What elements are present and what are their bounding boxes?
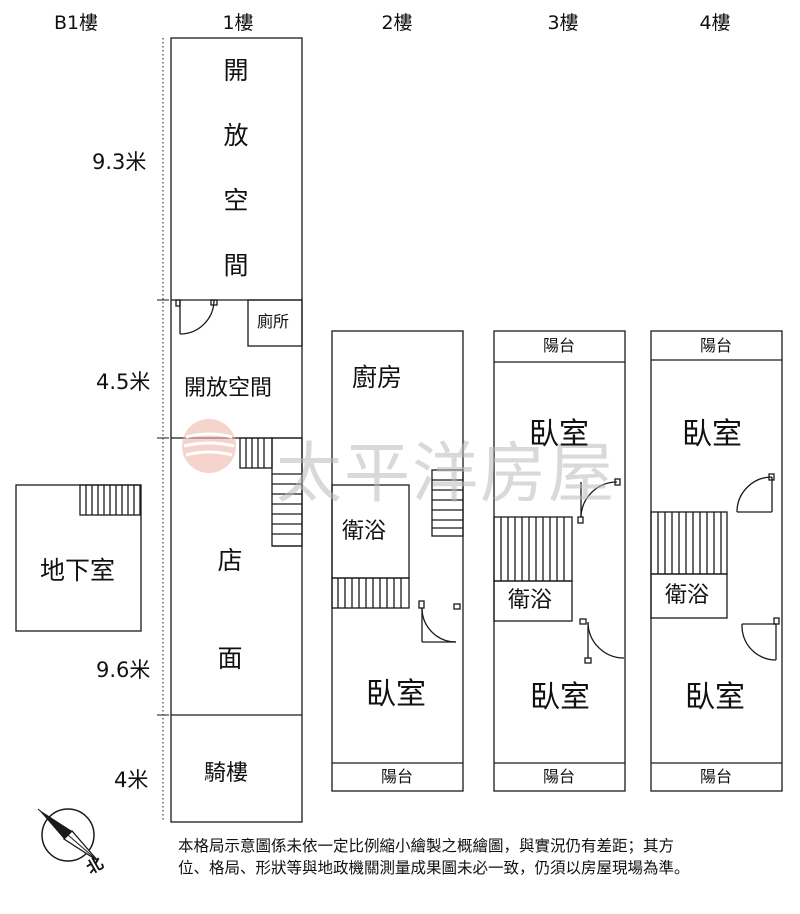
f1-outline xyxy=(170,37,303,823)
f2-bath-label: 衛浴 xyxy=(342,519,387,544)
f2-stairs-lower xyxy=(331,577,410,609)
floor-label-4f: 4樓 xyxy=(699,12,731,34)
f3-bath-label: 衛浴 xyxy=(508,588,553,613)
f2-kitchen-label: 廚房 xyxy=(352,363,403,392)
f1-stairs xyxy=(239,437,303,547)
f3-balcony-bottom-label: 陽台 xyxy=(542,767,576,786)
f4-door-upper xyxy=(736,473,775,513)
f2-outline xyxy=(331,330,464,792)
f1-open-space-label: 開放空間 xyxy=(184,376,273,401)
f3-outline xyxy=(493,330,626,792)
f1-store-char-2: 面 xyxy=(217,644,243,673)
f2-balcony-label: 陽台 xyxy=(380,767,414,786)
dimension-3: 9.6米 xyxy=(96,658,151,682)
f1-open-space-char-4: 間 xyxy=(223,251,249,280)
f2-bedroom-label: 臥室 xyxy=(366,677,426,712)
dimension-line xyxy=(157,38,169,822)
f1-open-space-char-2: 放 xyxy=(223,121,249,150)
b1-basement-label: 地下室 xyxy=(40,556,116,585)
f4-balcony-top-label: 陽台 xyxy=(699,336,733,355)
b1-stairs xyxy=(79,484,141,516)
f3-bedroom-bottom-label: 臥室 xyxy=(530,680,590,715)
floor-label-3f: 3樓 xyxy=(547,12,579,34)
floor-label-b1: B1樓 xyxy=(53,12,99,34)
floor-label-1f: 1樓 xyxy=(222,12,254,34)
f1-toilet-label: 廁所 xyxy=(257,312,290,331)
north-compass-icon xyxy=(37,808,99,862)
disclaimer: 本格局示意圖係未依一定比例縮小繪製之概繪圖，與實況仍有差距；其方 位、格局、形狀… xyxy=(178,835,690,879)
f3-door-upper xyxy=(577,478,621,524)
f1-arcade-label: 騎樓 xyxy=(204,761,249,786)
f3-stairs xyxy=(493,516,573,582)
watermark-text: 太平洋房屋 xyxy=(276,435,616,512)
f4-bath-label: 衛浴 xyxy=(665,583,710,608)
floor-label-2f: 2樓 xyxy=(381,12,413,34)
f4-door-lower xyxy=(741,617,780,661)
f4-bedroom-bottom-label: 臥室 xyxy=(685,680,745,715)
watermark-logo-icon xyxy=(182,419,236,473)
f2-door xyxy=(418,600,461,643)
f4-stairs xyxy=(650,511,728,575)
f4-outline xyxy=(650,330,783,792)
f4-balcony-bottom-label: 陽台 xyxy=(699,767,733,786)
f4-bath-outline xyxy=(650,573,728,619)
f3-balcony-top-label: 陽台 xyxy=(542,336,576,355)
dimension-2: 4.5米 xyxy=(96,370,151,394)
disclaimer-line-1: 本格局示意圖係未依一定比例縮小繪製之概繪圖，與實況仍有差距；其方 xyxy=(178,837,675,855)
b1-basement-outline xyxy=(15,484,142,632)
dimension-1: 9.3米 xyxy=(92,150,147,174)
f4-bedroom-top-label: 臥室 xyxy=(682,417,742,452)
disclaimer-line-2: 位、格局、形狀等與地政機關測量成果圖未必一致，仍須以房屋現場為準。 xyxy=(178,859,690,877)
f1-store-char-1: 店 xyxy=(217,546,243,575)
f1-door xyxy=(175,299,218,335)
f1-toilet-outline xyxy=(247,299,303,347)
dimension-4: 4米 xyxy=(114,768,149,792)
f2-stairs-upper xyxy=(431,469,464,537)
f1-open-space-char-3: 空 xyxy=(223,186,249,215)
f1-open-space-char-1: 開 xyxy=(223,56,249,85)
f3-bedroom-top-label: 臥室 xyxy=(529,417,589,452)
f3-bath-outline xyxy=(493,580,573,622)
f3-door-lower xyxy=(579,618,625,664)
